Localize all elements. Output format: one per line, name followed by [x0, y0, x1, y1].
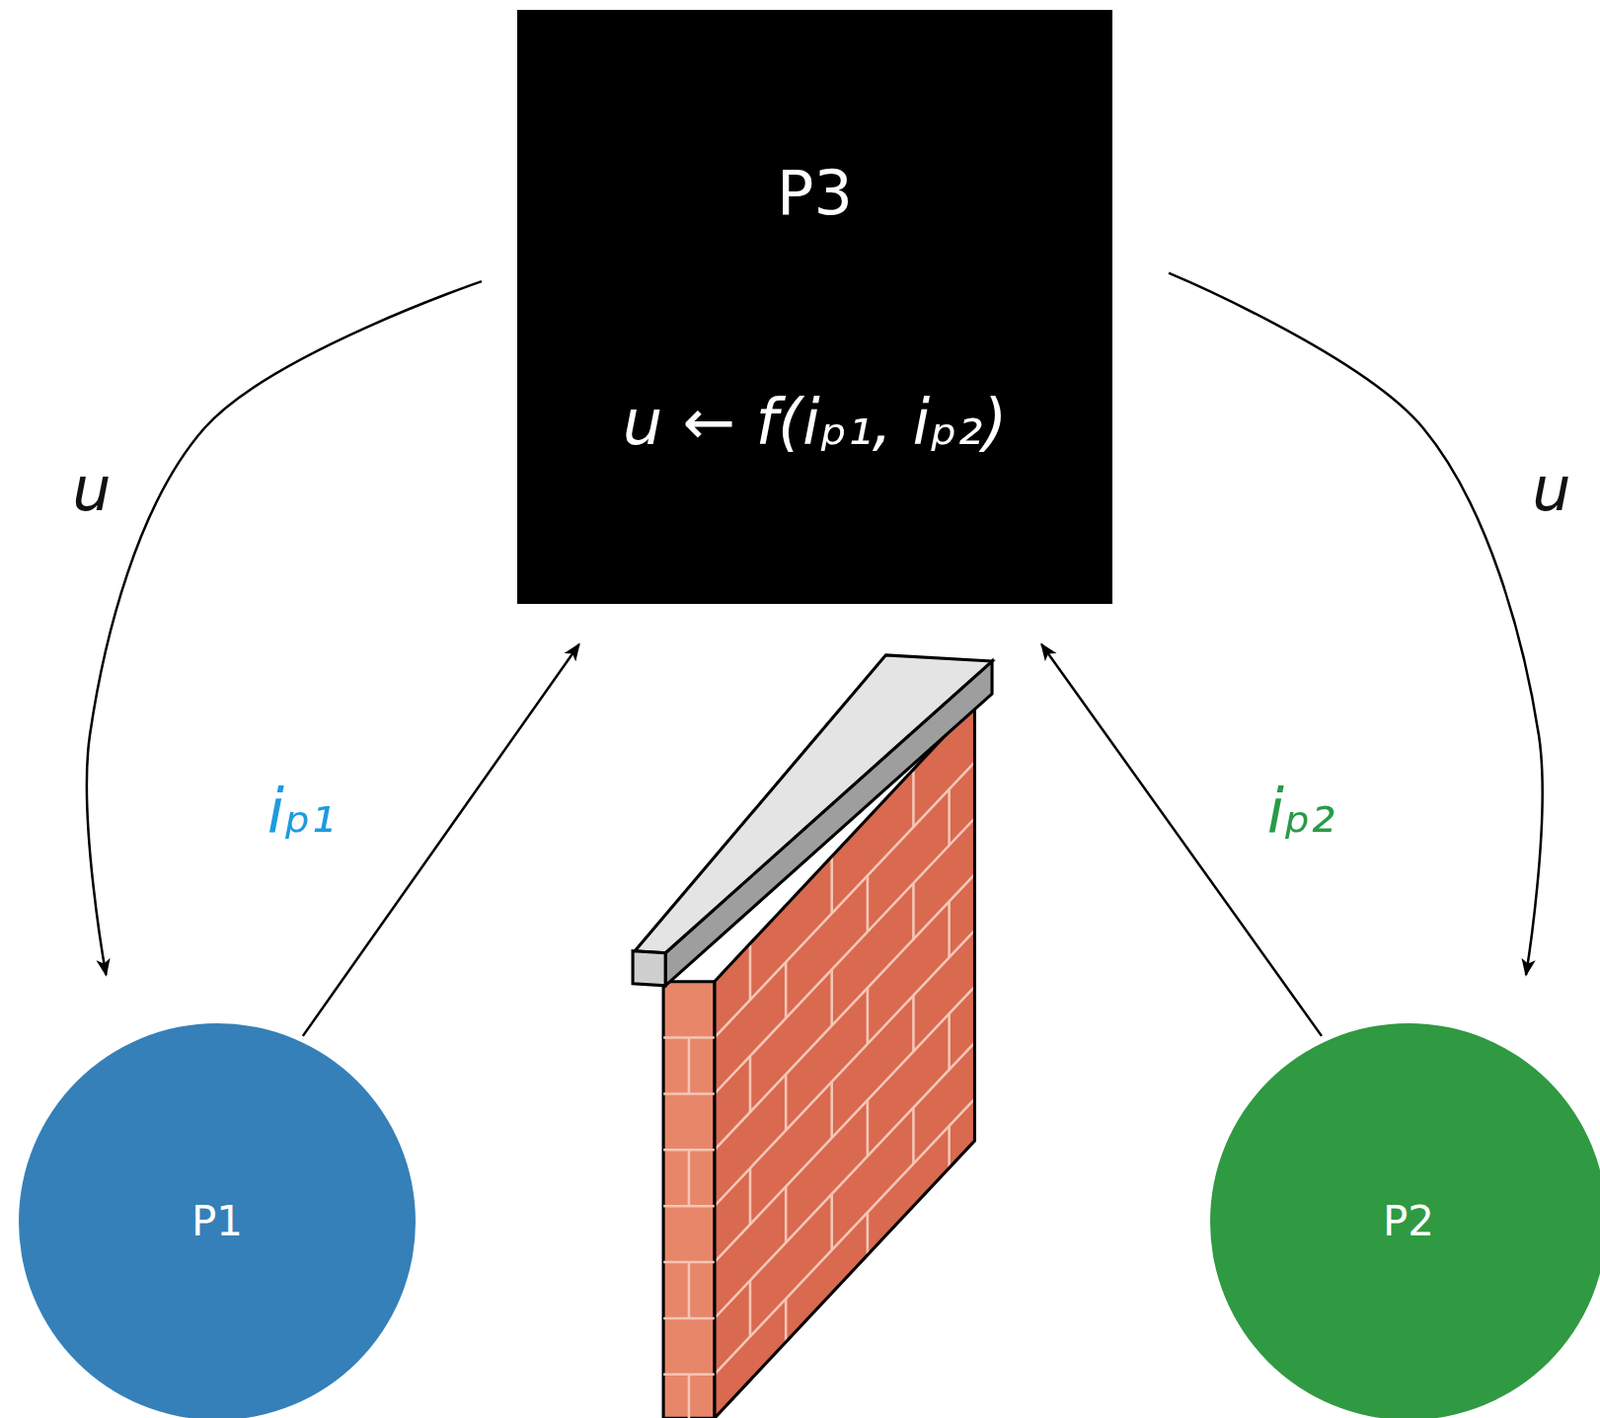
edge-label: u — [1527, 454, 1575, 525]
party-circle: P2 — [1210, 1023, 1600, 1418]
box-outline — [517, 9, 1113, 605]
edge-label: iₚ₁ — [263, 775, 340, 846]
wall-front-face — [663, 982, 715, 1418]
function-formula: u ← f(iₚ₁, iₚ₂) — [517, 386, 1113, 460]
connector-arrow — [303, 644, 580, 1037]
box-fill — [517, 9, 1113, 605]
cap-side — [665, 661, 992, 987]
cap-top — [634, 655, 992, 954]
edge-label: u — [68, 454, 115, 525]
node-title: P3 — [517, 157, 1113, 229]
process-box: P3 u ← f(iₚ₁, iₚ₂) — [517, 9, 1113, 605]
cap-front — [632, 951, 666, 987]
edge-label: iₚ₂ — [1263, 775, 1340, 846]
circle-fill — [1210, 1023, 1600, 1418]
node-title: P2 — [1210, 1198, 1600, 1246]
circle-fill — [18, 1023, 416, 1418]
front-brick-lines — [663, 1038, 715, 1418]
node-title: P1 — [18, 1198, 416, 1246]
connector-arrow — [86, 281, 482, 976]
connector-arrow — [1168, 273, 1543, 976]
party-circle: P1 — [18, 1023, 416, 1418]
brick-wall — [632, 655, 992, 1418]
